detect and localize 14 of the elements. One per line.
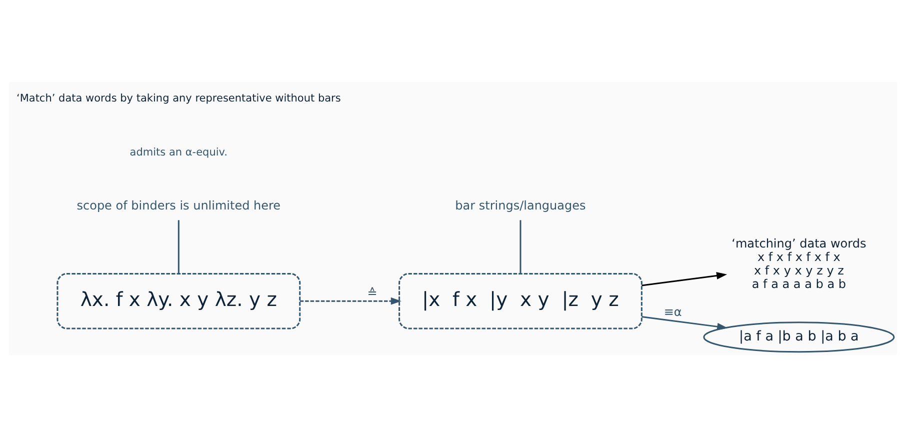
node-text: scope of binders is unlimited here — [76, 198, 281, 212]
connector — [178, 220, 180, 273]
node-text: ‘matching’ data words x f x f x f x f x x f x y x y z y z a f a a a a b a b — [732, 236, 866, 291]
edge-label: ≙ — [367, 286, 378, 300]
arrow — [642, 316, 728, 330]
edge-label: ≡α — [664, 304, 682, 318]
label: ‘Match’ data words by taking any representative without bars — [16, 92, 341, 104]
label: admits an α-equiv. — [130, 146, 228, 158]
connector — [520, 220, 522, 273]
node-text: bar strings/languages — [455, 198, 586, 212]
arrow — [642, 272, 728, 286]
node-box: |x f x |y x y |z y z — [398, 272, 642, 329]
node-box: λx. f x λy. x y λz. y z — [56, 272, 301, 329]
arrow — [300, 296, 402, 304]
